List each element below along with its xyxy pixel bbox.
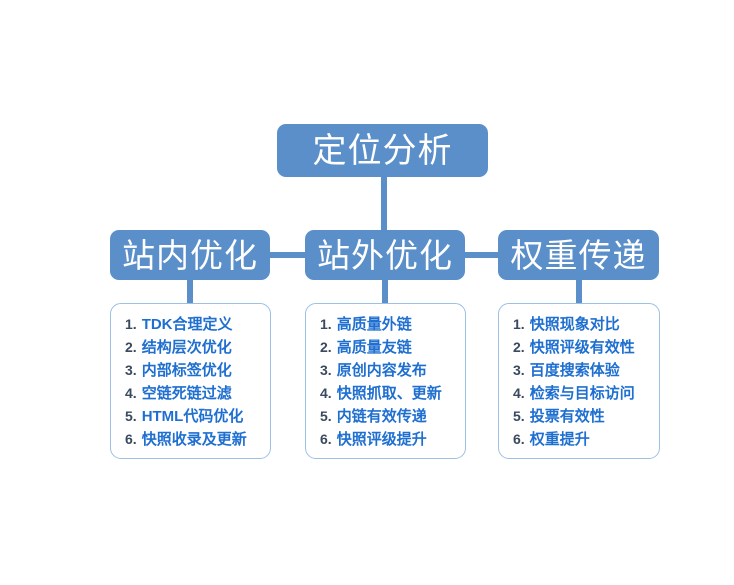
list-item-number: 5.: [125, 408, 137, 424]
node-onsite[interactable]: 站内优化: [110, 230, 270, 280]
list-item-number: 3.: [125, 362, 137, 378]
node-root[interactable]: 定位分析: [277, 124, 488, 177]
connector-onsite-to-offsite: [266, 252, 310, 258]
list-item-label: 检索与目标访问: [529, 385, 635, 402]
list-box-onsite: 1. TDK合理定义 2. 结构层次优化 3. 内部标签优化 4. 空链死链过滤…: [110, 303, 271, 459]
list-item: 3. 百度搜索体验: [499, 359, 659, 382]
list-item-label: 结构层次优化: [141, 339, 232, 356]
connector-root-to-offsite: [381, 177, 387, 232]
list-item-number: 3.: [513, 362, 525, 378]
list-item-label: 快照评级提升: [336, 431, 427, 448]
list-item: 5. HTML代码优化: [111, 405, 270, 428]
node-offsite[interactable]: 站外优化: [305, 230, 465, 280]
list-item-label: 快照现象对比: [529, 316, 620, 333]
list-item: 3. 原创内容发布: [306, 359, 465, 382]
list-item-number: 4.: [125, 385, 137, 401]
list-item: 6. 权重提升: [499, 428, 659, 451]
list-box-offsite: 1. 高质量外链 2. 高质量友链 3. 原创内容发布 4. 快照抓取、更新 5…: [305, 303, 466, 459]
list-item-label: 快照抓取、更新: [336, 385, 442, 402]
list-item: 5. 内链有效传递: [306, 405, 465, 428]
list-item: 4. 空链死链过滤: [111, 382, 270, 405]
list-item-number: 3.: [320, 362, 332, 378]
list-item: 3. 内部标签优化: [111, 359, 270, 382]
list-item-number: 6.: [320, 431, 332, 447]
list-item-label: 权重提升: [529, 431, 590, 448]
list-item-label: 原创内容发布: [336, 362, 427, 379]
list-item-number: 1.: [125, 316, 137, 332]
list-item-number: 4.: [320, 385, 332, 401]
node-root-label: 定位分析: [312, 131, 453, 170]
list-item-number: 1.: [513, 316, 525, 332]
list-item: 6. 快照收录及更新: [111, 428, 270, 451]
list-item-number: 2.: [513, 339, 525, 355]
list-item: 5. 投票有效性: [499, 405, 659, 428]
node-offsite-label: 站外优化: [317, 236, 453, 274]
list-item-label: TDK合理定义: [141, 316, 233, 333]
list-item: 2. 结构层次优化: [111, 336, 270, 359]
connector-offsite-to-list: [382, 276, 388, 308]
list-item-number: 6.: [125, 431, 137, 447]
list-item-label: 内链有效传递: [336, 408, 427, 425]
list-item-number: 5.: [320, 408, 332, 424]
connector-offsite-to-weight: [461, 252, 503, 258]
list-item: 1. TDK合理定义: [111, 313, 270, 336]
list-item-label: 高质量外链: [336, 316, 412, 333]
list-item-number: 4.: [513, 385, 525, 401]
node-weight-label: 权重传递: [510, 236, 647, 274]
list-item-label: HTML代码优化: [141, 408, 244, 425]
list-item-number: 2.: [125, 339, 137, 355]
node-onsite-label: 站内优化: [122, 236, 258, 274]
list-item: 1. 高质量外链: [306, 313, 465, 336]
list-item-label: 快照评级有效性: [529, 339, 635, 356]
list-item-number: 2.: [320, 339, 332, 355]
list-item: 2. 快照评级有效性: [499, 336, 659, 359]
list-item-label: 内部标签优化: [141, 362, 232, 379]
connector-onsite-to-list: [187, 276, 193, 308]
list-item-number: 5.: [513, 408, 525, 424]
list-box-weight: 1. 快照现象对比 2. 快照评级有效性 3. 百度搜索体验 4. 检索与目标访…: [498, 303, 660, 459]
list-item-label: 快照收录及更新: [141, 431, 247, 448]
list-item-label: 高质量友链: [336, 339, 412, 356]
list-item: 4. 快照抓取、更新: [306, 382, 465, 405]
list-item: 2. 高质量友链: [306, 336, 465, 359]
connector-weight-to-list: [576, 276, 582, 308]
list-item: 1. 快照现象对比: [499, 313, 659, 336]
list-item: 6. 快照评级提升: [306, 428, 465, 451]
list-item-label: 百度搜索体验: [529, 362, 620, 379]
list-item-number: 1.: [320, 316, 332, 332]
list-item-label: 空链死链过滤: [141, 385, 232, 402]
list-item: 4. 检索与目标访问: [499, 382, 659, 405]
node-weight[interactable]: 权重传递: [498, 230, 659, 280]
list-item-number: 6.: [513, 431, 525, 447]
list-item-label: 投票有效性: [529, 408, 605, 425]
